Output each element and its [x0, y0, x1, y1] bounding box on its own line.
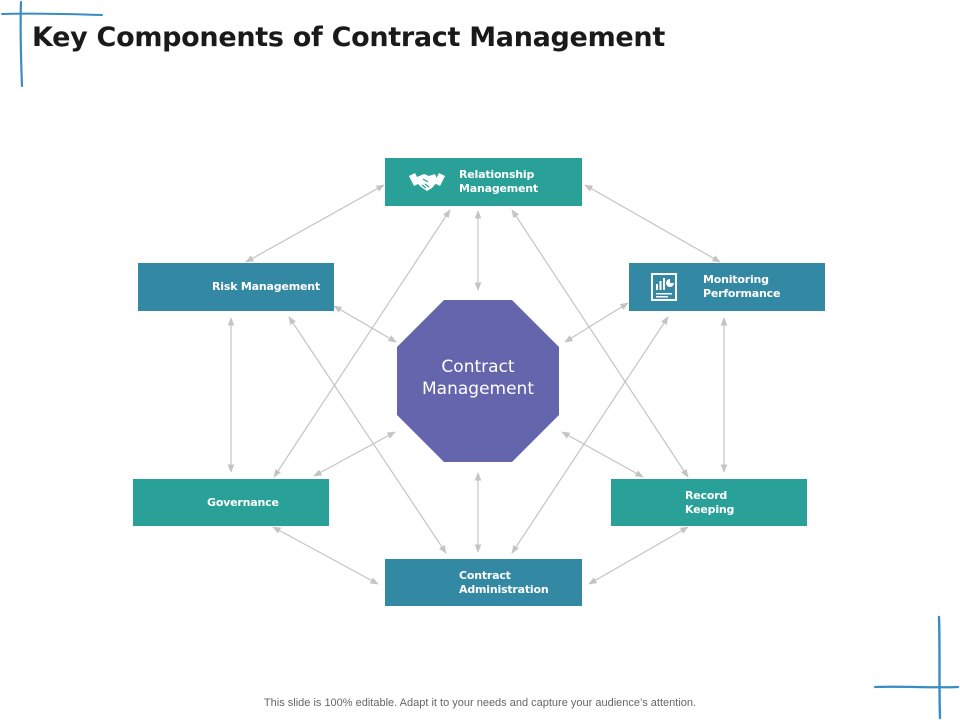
node-record-keeping: Record Keeping	[611, 479, 807, 526]
footer-note: This slide is 100% editable. Adapt it to…	[263, 697, 697, 709]
arrow-risk-center	[333, 305, 397, 343]
node-relationship-management: Relationship Management	[385, 158, 582, 206]
node-label: Governance	[207, 495, 279, 509]
node-label-line2: Management	[459, 182, 538, 195]
dashboard-chart-icon	[651, 273, 677, 301]
node-label: Contract Administration	[459, 569, 549, 597]
arrow-monitoring-administration	[511, 316, 669, 554]
node-monitoring-performance: Monitoring Performance	[629, 263, 825, 311]
arrow-administration-record	[588, 526, 689, 585]
top-left-vertical-stroke	[19, 0, 24, 88]
arrow-monitoring-center	[564, 302, 629, 343]
node-governance: Governance	[133, 479, 329, 526]
node-label: Relationship Management	[459, 168, 538, 196]
node-label-line1: Record	[685, 488, 728, 502]
center-label-line2: Management	[422, 379, 534, 399]
node-label-line2: Keeping	[685, 502, 735, 516]
contract-management-octagon	[397, 300, 559, 462]
arrow-relationship-risk	[245, 184, 385, 263]
top-left-horizontal-stroke	[1, 12, 103, 16]
node-contract-administration: Contract Administration	[385, 559, 582, 606]
center-label: Contract Management	[397, 356, 559, 400]
node-label-line1: Monitoring	[703, 273, 769, 286]
handshake-icon	[409, 170, 445, 194]
arrow-governance-center	[313, 431, 396, 477]
page-title: Key Components of Contract Management	[32, 22, 665, 53]
node-risk-management: Risk Management	[138, 263, 334, 311]
node-label: Record Keeping	[685, 489, 734, 517]
node-label-line1: Contract	[459, 568, 511, 582]
node-label: Risk Management	[212, 280, 320, 293]
bottom-right-vertical-stroke	[937, 615, 942, 720]
center-label-line1: Contract	[441, 357, 515, 377]
arrow-governance-administration	[272, 526, 379, 585]
arrow-record-center	[561, 431, 644, 478]
arrow-risk-administration	[288, 316, 447, 554]
bottom-right-horizontal-stroke	[873, 685, 960, 689]
node-label-line1: Relationship	[459, 168, 535, 181]
arrow-relationship-monitoring	[584, 184, 721, 263]
node-label: Monitoring Performance	[703, 273, 780, 301]
node-label-line2: Performance	[703, 287, 781, 300]
node-label-line2: Administration	[459, 582, 549, 596]
